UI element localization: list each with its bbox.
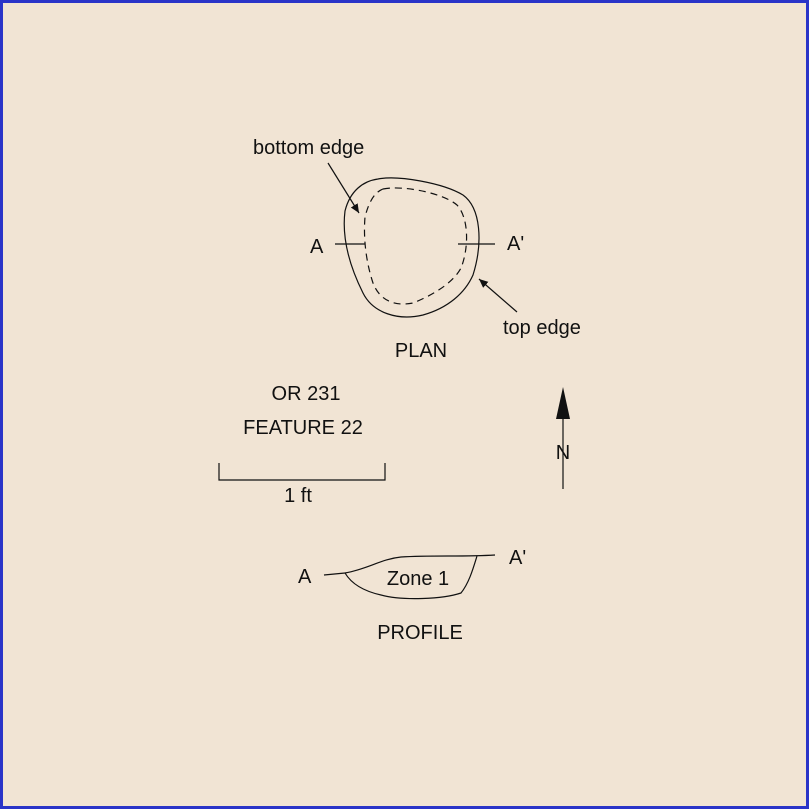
bottom-edge-label: bottom edge: [253, 137, 364, 159]
profile-outline: [344, 554, 496, 600]
profile-section-a-label: A: [298, 566, 312, 588]
feature-name: FEATURE 22: [243, 417, 363, 439]
feature-drawing: bottom edge top edge A A' PLAN OR 231 FE…: [218, 137, 581, 644]
scale-bar: [218, 463, 386, 481]
north-arrow-head: [556, 387, 570, 419]
top-edge-label: top edge: [503, 317, 581, 339]
profile-zone-label: Zone 1: [387, 568, 449, 590]
bottom-edge-leader-arrow: [327, 162, 360, 214]
profile-title: PROFILE: [377, 622, 463, 644]
top-edge-leader-arrow: [478, 278, 518, 313]
plan-top-edge-outline: [343, 177, 480, 318]
plan-title: PLAN: [395, 340, 447, 362]
north-arrow-label: N: [556, 442, 570, 464]
scale-bar-label: 1 ft: [284, 485, 312, 507]
plan-bottom-edge-outline: [363, 187, 468, 305]
plan-section-a-label: A: [310, 236, 324, 258]
profile-section-a-prime-label: A': [509, 547, 526, 569]
profile-datum-left: [323, 572, 346, 576]
plan-section-a-prime-label: A': [507, 233, 524, 255]
site-number: OR 231: [272, 383, 341, 405]
